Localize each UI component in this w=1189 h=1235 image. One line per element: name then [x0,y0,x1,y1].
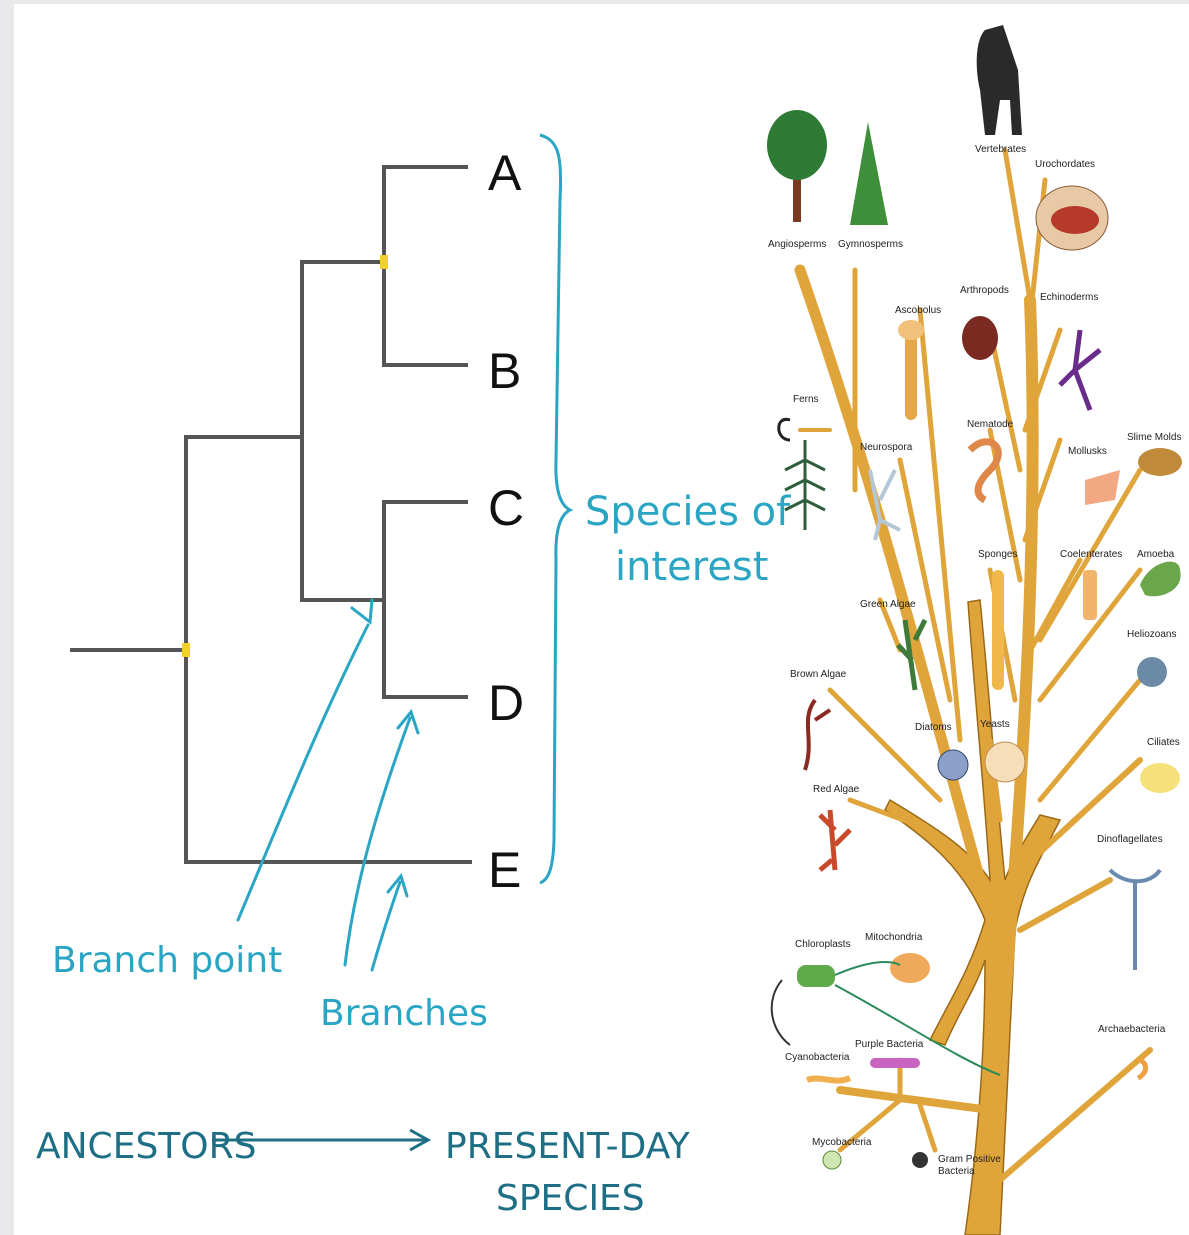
label-dinoflagellates: Dinoflagellates [1097,834,1163,845]
label-arthropods: Arthropods [960,285,1009,296]
label-nematode: Nematode [967,419,1014,430]
purple-bacteria-icon [870,1058,920,1068]
label-mycobacteria: Mycobacteria [812,1137,872,1148]
chloroplast-icon [797,965,835,987]
label-urochordates: Urochordates [1035,159,1095,170]
label-coelenterates: Coelenterates [1060,549,1122,560]
label-heliozoans: Heliozoans [1127,629,1176,640]
species-label-line2: interest [615,544,768,590]
label-diatoms: Diatoms [915,722,952,733]
timeline-end-label-line1: PRESENT-DAY [445,1126,691,1167]
label-gram-positive-line2: Bacteria [938,1166,975,1177]
urochordate-inner-icon [1051,206,1099,234]
label-archaebacteria: Archaebacteria [1098,1024,1166,1035]
label-cyanobacteria: Cyanobacteria [785,1052,850,1063]
label-yeasts: Yeasts [980,719,1010,730]
label-vertebrates: Vertebrates [975,144,1026,155]
label-ascobolus: Ascobolus [895,305,941,316]
tip-label-c: C [488,480,524,536]
label-amoeba: Amoeba [1137,549,1175,560]
coelenterate-icon [1083,570,1097,620]
sponge-icon [992,570,1004,690]
label-sponges: Sponges [978,549,1017,560]
label-chloroplasts: Chloroplasts [795,939,851,950]
heliozoan-icon [1137,657,1167,687]
label-echinoderms: Echinoderms [1040,292,1098,303]
ascobolus-cap-icon [898,320,924,340]
angiosperm-tree-icon [767,110,827,180]
label-ciliates: Ciliates [1147,737,1180,748]
node-marker-ab [380,255,388,269]
timeline-end-label-line2: SPECIES [496,1178,645,1219]
yeast-icon [985,742,1025,782]
timeline-start-label: ANCESTORS [36,1126,256,1167]
label-gymnosperms: Gymnosperms [838,239,903,250]
diatom-icon [938,750,968,780]
label-gram-positive-line1: Gram Positive [938,1154,1001,1165]
mycobacteria-icon [823,1151,841,1169]
tip-label-a: A [488,145,522,201]
label-ferns: Ferns [793,394,819,405]
cyanobacteria-icon [807,1078,850,1081]
label-mollusks: Mollusks [1068,446,1107,457]
label-slime-molds: Slime Molds [1127,432,1181,443]
label-angiosperms: Angiosperms [768,239,826,250]
arthropod-icon [962,316,998,360]
species-label-line1: Species of [585,489,791,535]
branch-point-label: Branch point [52,940,282,981]
label-red-algae: Red Algae [813,784,860,795]
tip-label-e: E [488,842,521,898]
node-marker-root [182,643,190,657]
tip-label-d: D [488,675,524,731]
label-brown-algae: Brown Algae [790,669,847,680]
label-mitochondria: Mitochondria [865,932,923,943]
label-green-algae: Green Algae [860,599,916,610]
ciliate-icon [1140,763,1180,793]
label-neurospora: Neurospora [860,442,913,453]
slime-mold-icon [1138,448,1182,476]
tip-label-b: B [488,343,521,399]
gram-positive-icon [912,1152,928,1168]
label-purple-bacteria: Purple Bacteria [855,1039,924,1050]
mitochondria-icon [890,953,930,983]
branches-label: Branches [320,993,488,1034]
